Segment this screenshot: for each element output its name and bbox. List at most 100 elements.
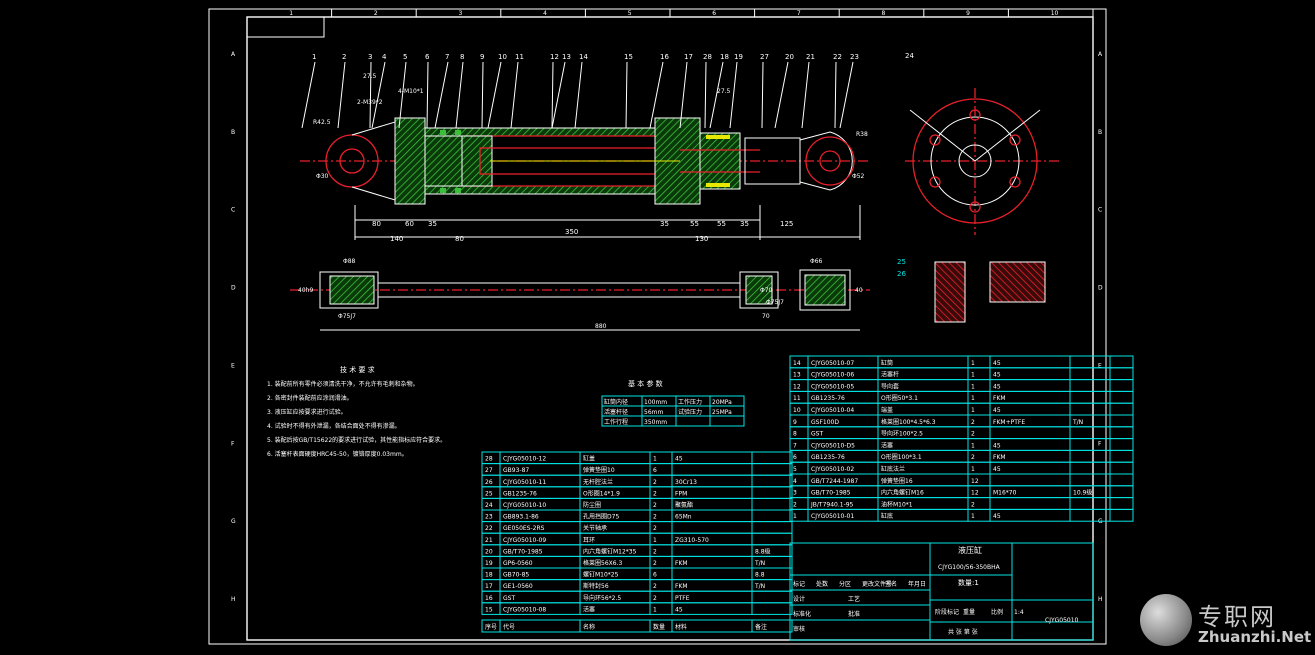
- bom-header-cell: 材料: [675, 623, 687, 631]
- bom-cell: O形圈50*3.1: [881, 394, 918, 402]
- bom-cell: 25: [485, 490, 493, 497]
- dim-top: R38: [856, 131, 868, 138]
- bom-cell: T/N: [1072, 419, 1083, 426]
- bom-cell: 27: [485, 467, 493, 474]
- rod-view: [290, 269, 870, 331]
- balloon-27: 27: [760, 53, 769, 61]
- bom-cell: GE1-0560: [503, 583, 533, 590]
- bom-cell: 1: [971, 442, 975, 449]
- grid-col-label: 3: [459, 10, 463, 17]
- grid-col-label: 8: [882, 10, 886, 17]
- dim-bottom: 80: [455, 235, 464, 243]
- params-cell: 工作行程: [604, 418, 628, 426]
- bom-cell: 弹簧垫圈16: [881, 477, 913, 485]
- balloon-12: 12: [550, 53, 559, 61]
- bom-cell: 2: [971, 501, 975, 508]
- grid-row-label: A: [231, 51, 236, 58]
- balloon-4: 4: [382, 53, 387, 61]
- bom-cell: CJYG05010-08: [503, 606, 546, 613]
- detail-views: 25 26: [897, 258, 1046, 323]
- grid-row-label: E: [231, 362, 235, 369]
- dim-top: 2-M39*2: [357, 99, 383, 106]
- bom-cell: 活塞: [881, 441, 893, 449]
- balloon-11: 11: [515, 53, 524, 61]
- bom-cell: 1: [653, 606, 657, 613]
- bom-cell: 6: [653, 572, 657, 579]
- drawing-number: CJYG05010: [1045, 617, 1079, 624]
- bom-cell: 45: [993, 466, 1001, 473]
- bom-cell: 18: [485, 572, 493, 579]
- bom-cell: GB/T70-1985: [503, 548, 543, 555]
- dim-rod: 70: [762, 313, 770, 320]
- balloon-1: 1: [312, 53, 316, 61]
- bom-cell: 21: [485, 537, 493, 544]
- balloon-18: 18: [720, 53, 729, 61]
- tech-line: 6. 活塞杆表面硬度HRC45-50，镀铬厚度0.03mm。: [267, 450, 408, 458]
- detail-label-25: 25: [897, 258, 906, 266]
- title-qty: 数量:1: [958, 578, 979, 587]
- bom-cell: 2: [793, 501, 797, 508]
- cylinder-assembly-view: [300, 117, 870, 205]
- bom-cell: 螺钉M10*25: [583, 571, 619, 579]
- dim-rod: Φ75J7: [338, 313, 356, 320]
- bom-cell: 12: [971, 478, 979, 485]
- bom-cell: 2: [653, 583, 657, 590]
- bom-cell: 2: [653, 479, 657, 486]
- bom-cell: 活塞杆: [881, 371, 899, 379]
- sign-label: 年月日: [908, 580, 926, 588]
- grid-col-label: 5: [628, 10, 632, 17]
- bom-cell: GST: [503, 595, 515, 602]
- bom-cell: 1: [971, 360, 975, 367]
- bom-cell: 17: [485, 583, 493, 590]
- dim-top: 4-M10*1: [398, 88, 424, 95]
- bom-cell: FKM: [675, 583, 688, 590]
- bom-cell: 2: [971, 431, 975, 438]
- balloon-13: 13: [562, 53, 571, 61]
- bom-cell: 15: [485, 606, 493, 613]
- bom-cell: 活塞: [583, 605, 595, 613]
- bom-cell: CJYG05010-12: [503, 456, 546, 463]
- params-cell: 试验压力: [678, 408, 702, 416]
- bom-cell: PTFE: [675, 595, 690, 602]
- bom-cell: 4: [793, 478, 797, 485]
- title-code: CJYG100/56-350BHA: [938, 564, 1001, 571]
- bom-cell: GB70-85: [503, 572, 529, 579]
- bom-cell: 13: [793, 372, 801, 379]
- params-cell: 56mm: [644, 409, 663, 416]
- bom-cell: 1: [971, 513, 975, 520]
- tech-line: 5. 装配后按GB/T15622的要求进行试验，其性能指标应符合要求。: [267, 436, 446, 444]
- bom-cell: 2: [653, 514, 657, 521]
- balloon-14: 14: [579, 53, 588, 61]
- grid-row-label-right: E: [1098, 362, 1102, 369]
- dimension-lines: [354, 205, 861, 240]
- sign-label: 处数: [816, 580, 828, 588]
- section-label-24: 24: [905, 52, 914, 60]
- bom-cell: ZG310-570: [675, 537, 709, 544]
- params-cell: 350mm: [644, 419, 667, 426]
- balloon-20: 20: [785, 53, 794, 61]
- bom-cell: 11: [793, 395, 801, 402]
- role-label: 设计: [793, 595, 805, 603]
- bom-cell: 22: [485, 525, 493, 532]
- end-view: 24: [905, 52, 1060, 235]
- bom-cell: 耳环: [583, 537, 595, 544]
- bom-cell: CJYG05010-05: [811, 383, 854, 390]
- outer-border: [208, 8, 1107, 645]
- bom-cell: 无杆腔法兰: [583, 478, 613, 486]
- bom-cell: 23: [485, 514, 493, 521]
- sign-label: 分区: [839, 580, 851, 588]
- bom-cell: 缸底法兰: [881, 465, 905, 473]
- params-cell: 25MPa: [712, 409, 732, 416]
- balloon-6: 6: [425, 53, 430, 61]
- dim-bottom: 60: [405, 220, 414, 228]
- watermark-logo-icon: [1140, 594, 1192, 646]
- bom-cell: CJYG05010-10: [503, 502, 546, 509]
- bom-cell: 孔用挡圈D75: [583, 513, 619, 521]
- bom-cell: 8.8: [755, 572, 765, 579]
- stage-label: 比例: [991, 608, 1003, 616]
